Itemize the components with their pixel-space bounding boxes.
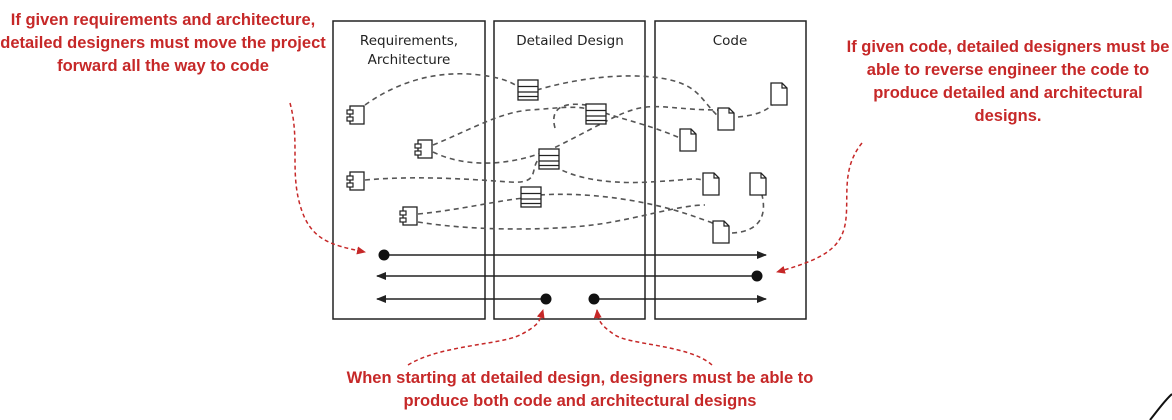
note-reverse-engineer: If given code, detailed designers must b… — [846, 38, 1170, 125]
callout-bottom-right — [593, 309, 713, 366]
document-icon — [712, 220, 730, 244]
callout-bottom-left — [407, 309, 545, 366]
trace-link — [539, 193, 721, 229]
trace-link — [604, 112, 681, 139]
callout-right — [776, 142, 863, 274]
trace-link — [364, 72, 528, 106]
component-icon — [399, 206, 418, 226]
column-label-requirements: Requirements, Architecture — [359, 33, 459, 68]
component-icon — [414, 139, 433, 159]
class-icon — [520, 186, 542, 208]
document-icon — [702, 172, 720, 196]
note-requirements-to-code: If given requirements and architecture, … — [0, 11, 326, 75]
document-icon — [679, 128, 697, 152]
class-icon — [538, 148, 560, 170]
trace-link — [737, 94, 778, 118]
column-label-code: Code — [712, 33, 748, 49]
trace-link — [553, 103, 593, 129]
class-icon — [517, 79, 539, 101]
start-dot-design-right — [588, 293, 600, 305]
document-icon — [717, 107, 735, 131]
class-icon — [585, 103, 607, 125]
trace-link — [364, 159, 539, 183]
trace-link — [547, 159, 705, 184]
trace-links — [364, 72, 778, 234]
corner-decoration — [1149, 393, 1172, 420]
document-icon — [770, 82, 788, 106]
column-label-detailed-design: Detailed Design — [516, 33, 624, 49]
column-box-requirements — [332, 20, 486, 320]
trace-link — [731, 194, 765, 234]
note-from-detailed-design: When starting at detailed design, design… — [346, 369, 814, 410]
column-box-detailed-design — [493, 20, 646, 320]
component-icon — [346, 105, 365, 125]
start-dot-design-left — [540, 293, 552, 305]
document-icon — [749, 172, 767, 196]
trace-link — [432, 106, 593, 146]
trace-link — [536, 75, 720, 118]
trace-link — [417, 197, 526, 215]
trace-link — [417, 204, 706, 230]
column-box-code — [654, 20, 807, 320]
trace-link — [432, 105, 719, 164]
callout-left — [289, 102, 366, 255]
component-icon — [346, 171, 365, 191]
start-dot-requirements — [378, 249, 390, 261]
start-dot-code — [751, 270, 763, 282]
